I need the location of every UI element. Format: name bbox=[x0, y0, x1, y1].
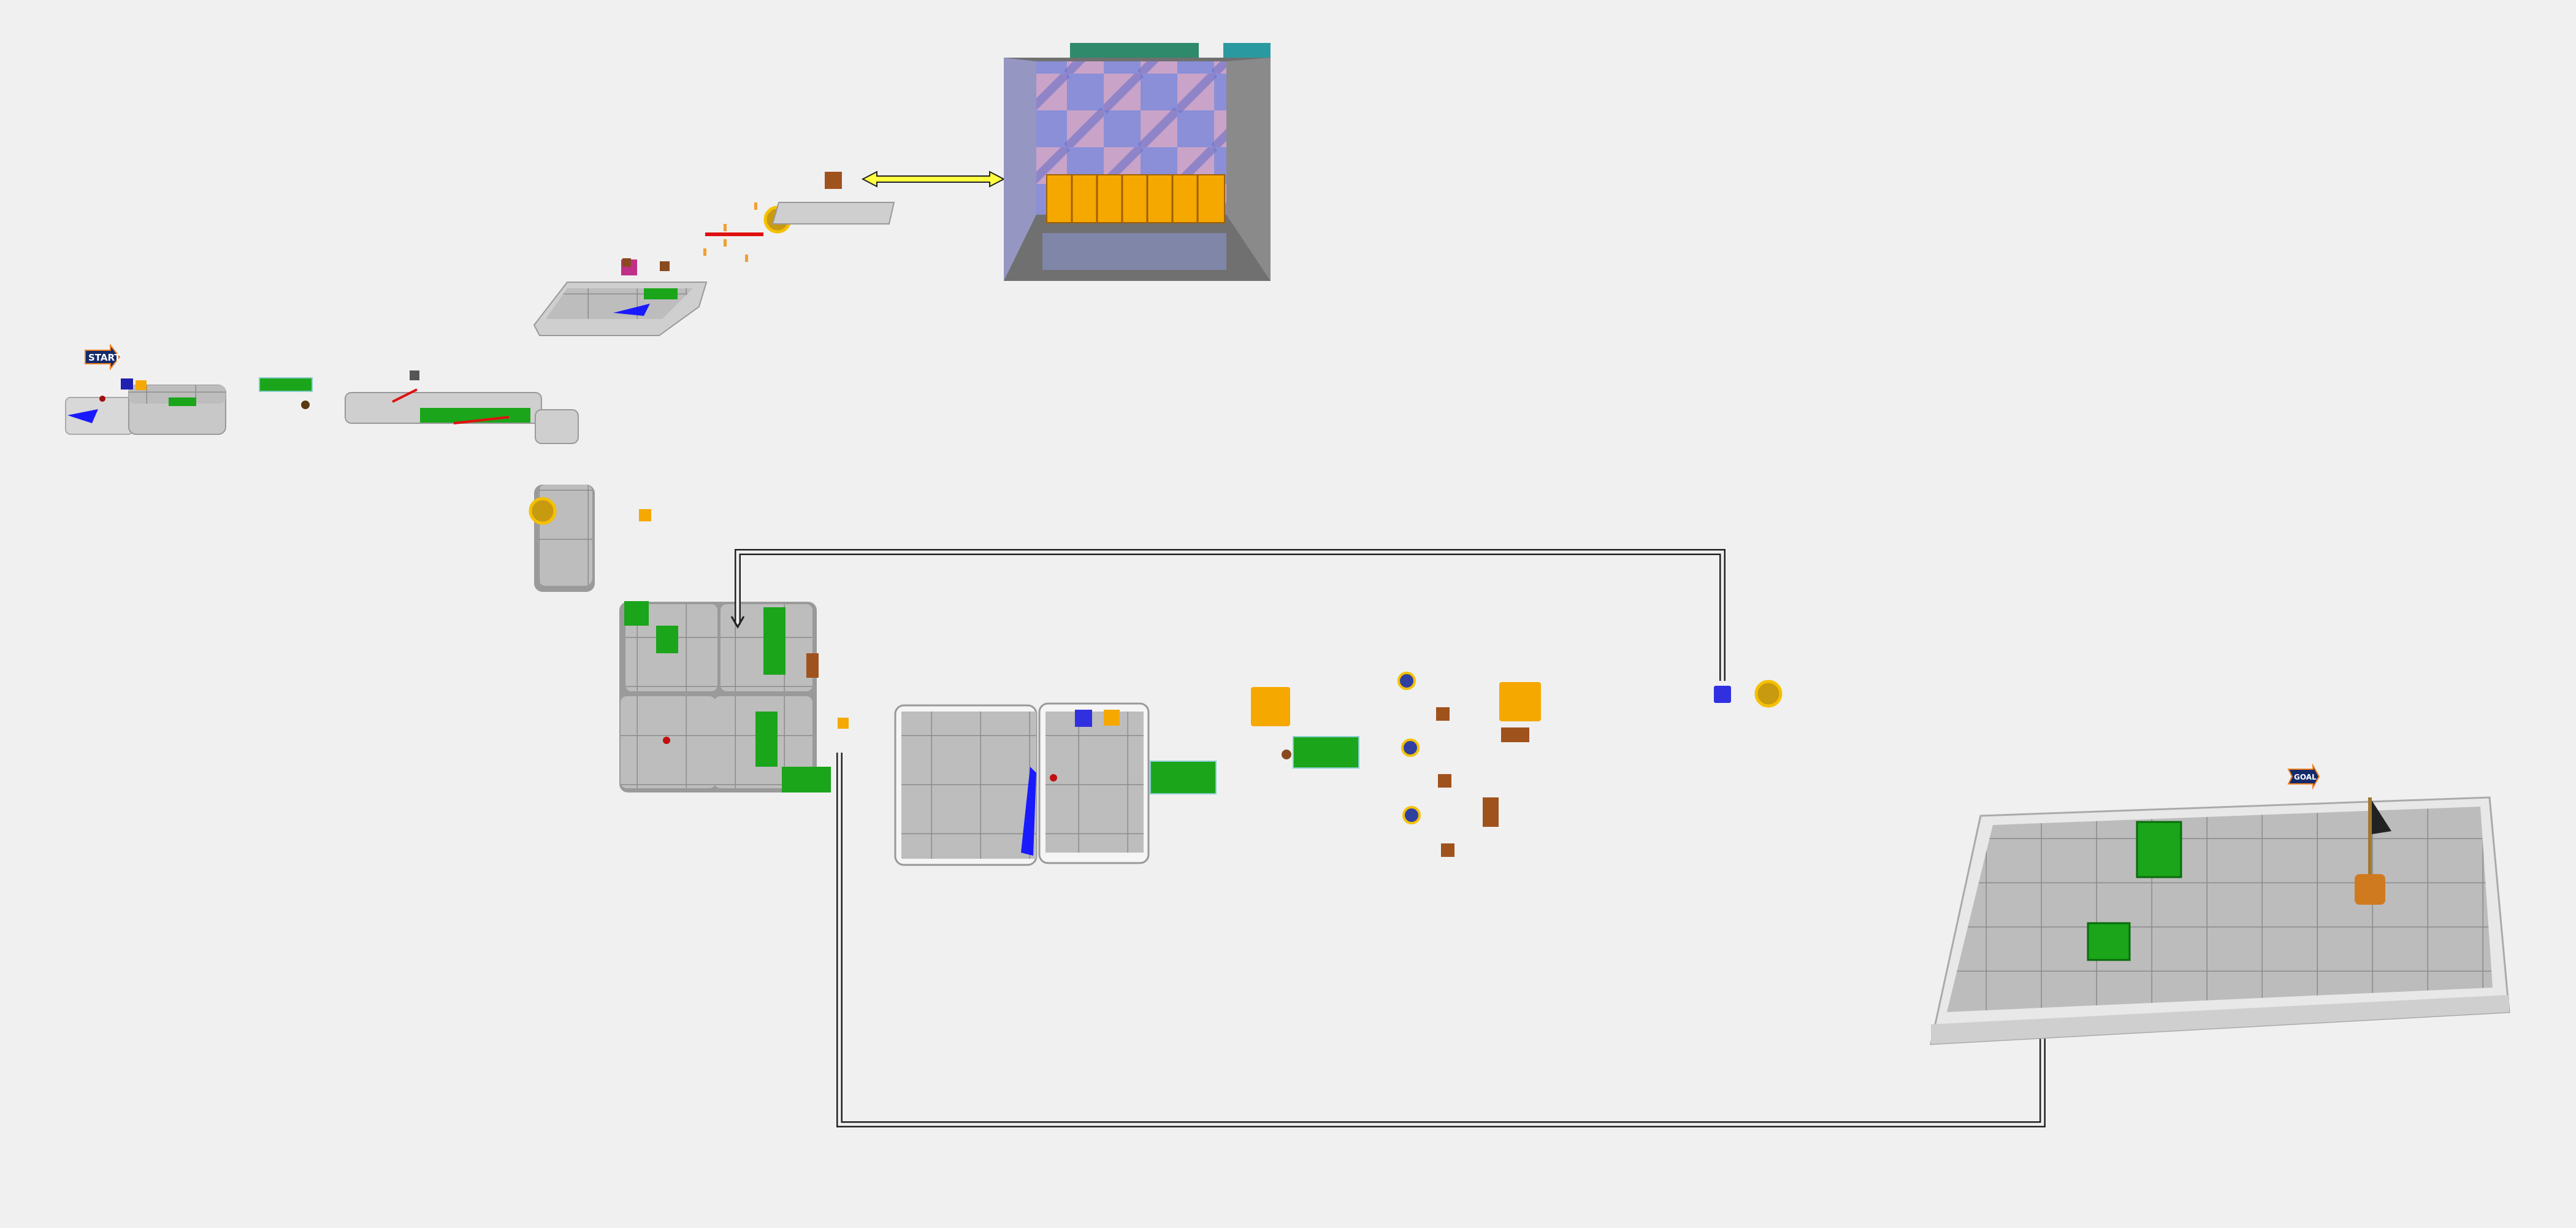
green-pipe bbox=[782, 767, 831, 792]
question-block bbox=[1104, 710, 1120, 726]
enemy-icon bbox=[1282, 750, 1291, 759]
platform-grid-2x2 bbox=[619, 601, 849, 792]
platform-3 bbox=[533, 258, 708, 336]
fire-bar bbox=[392, 388, 510, 424]
enemy-icon bbox=[301, 401, 310, 409]
start-platform bbox=[65, 378, 226, 435]
route-arrowhead bbox=[730, 616, 745, 629]
green-pipe bbox=[169, 397, 196, 406]
gear-icon bbox=[1397, 672, 1416, 690]
brick-block bbox=[1436, 707, 1450, 721]
brick-block bbox=[1441, 843, 1454, 857]
big-question-block bbox=[1499, 682, 1541, 721]
direction-sign bbox=[1714, 686, 1731, 703]
question-block bbox=[136, 380, 147, 390]
brick-block bbox=[825, 172, 842, 189]
enemy-icon bbox=[663, 737, 670, 744]
big-question-block bbox=[1251, 687, 1290, 726]
brick-block bbox=[1501, 727, 1529, 742]
brick-block bbox=[660, 261, 670, 271]
water-hazard bbox=[1021, 767, 1036, 856]
sub-area-top bbox=[1070, 43, 1199, 59]
green-pipe bbox=[763, 607, 785, 675]
green-pipe bbox=[2087, 922, 2131, 961]
coin-trail bbox=[703, 202, 757, 262]
route-line-1 bbox=[735, 549, 1726, 681]
enemy-icon bbox=[1050, 774, 1057, 781]
water-hazard bbox=[67, 409, 98, 423]
green-pipe bbox=[644, 288, 678, 299]
question-block bbox=[639, 509, 651, 521]
start-sign: START bbox=[85, 343, 121, 370]
green-pipe bbox=[2136, 821, 2182, 878]
green-pipe-pair bbox=[1293, 736, 1359, 769]
question-block-row bbox=[1046, 174, 1225, 223]
route-links bbox=[730, 549, 2050, 1127]
platform-4 bbox=[771, 172, 895, 224]
sub-area bbox=[1004, 43, 1271, 281]
block bbox=[410, 370, 419, 380]
big-coin bbox=[1754, 680, 1783, 708]
water-hazard bbox=[613, 304, 650, 316]
brick-block bbox=[806, 653, 819, 678]
floating-pipe-platform bbox=[259, 377, 313, 392]
player-character bbox=[99, 396, 105, 402]
goal-sign: GOAL bbox=[2287, 763, 2320, 790]
goal-label: GOAL bbox=[2294, 773, 2317, 781]
direction-sign bbox=[1075, 710, 1092, 727]
green-pipe bbox=[656, 626, 678, 653]
green-pipe-pair bbox=[1150, 761, 1217, 794]
platform-pair bbox=[894, 702, 1217, 866]
green-pipe bbox=[755, 712, 778, 767]
gear-icon bbox=[1401, 739, 1420, 757]
brick-block bbox=[622, 258, 631, 267]
goal-platform bbox=[1930, 796, 2510, 1045]
flagpole-base bbox=[2355, 874, 2385, 905]
sub-area-floor bbox=[1042, 233, 1226, 270]
platform-2 bbox=[345, 370, 579, 444]
big-coin bbox=[529, 497, 557, 525]
question-block bbox=[838, 718, 849, 729]
start-label: START bbox=[88, 352, 121, 363]
brick-block bbox=[1483, 797, 1499, 827]
brick-block bbox=[1438, 774, 1451, 788]
warp-pipe-link bbox=[861, 171, 1006, 188]
goal-flagpole bbox=[2355, 797, 2391, 905]
blue-block bbox=[121, 378, 133, 390]
platform-5 bbox=[529, 485, 651, 592]
gear-icon bbox=[1402, 806, 1421, 824]
green-pipe bbox=[624, 601, 649, 626]
middle-section bbox=[1251, 672, 1541, 857]
